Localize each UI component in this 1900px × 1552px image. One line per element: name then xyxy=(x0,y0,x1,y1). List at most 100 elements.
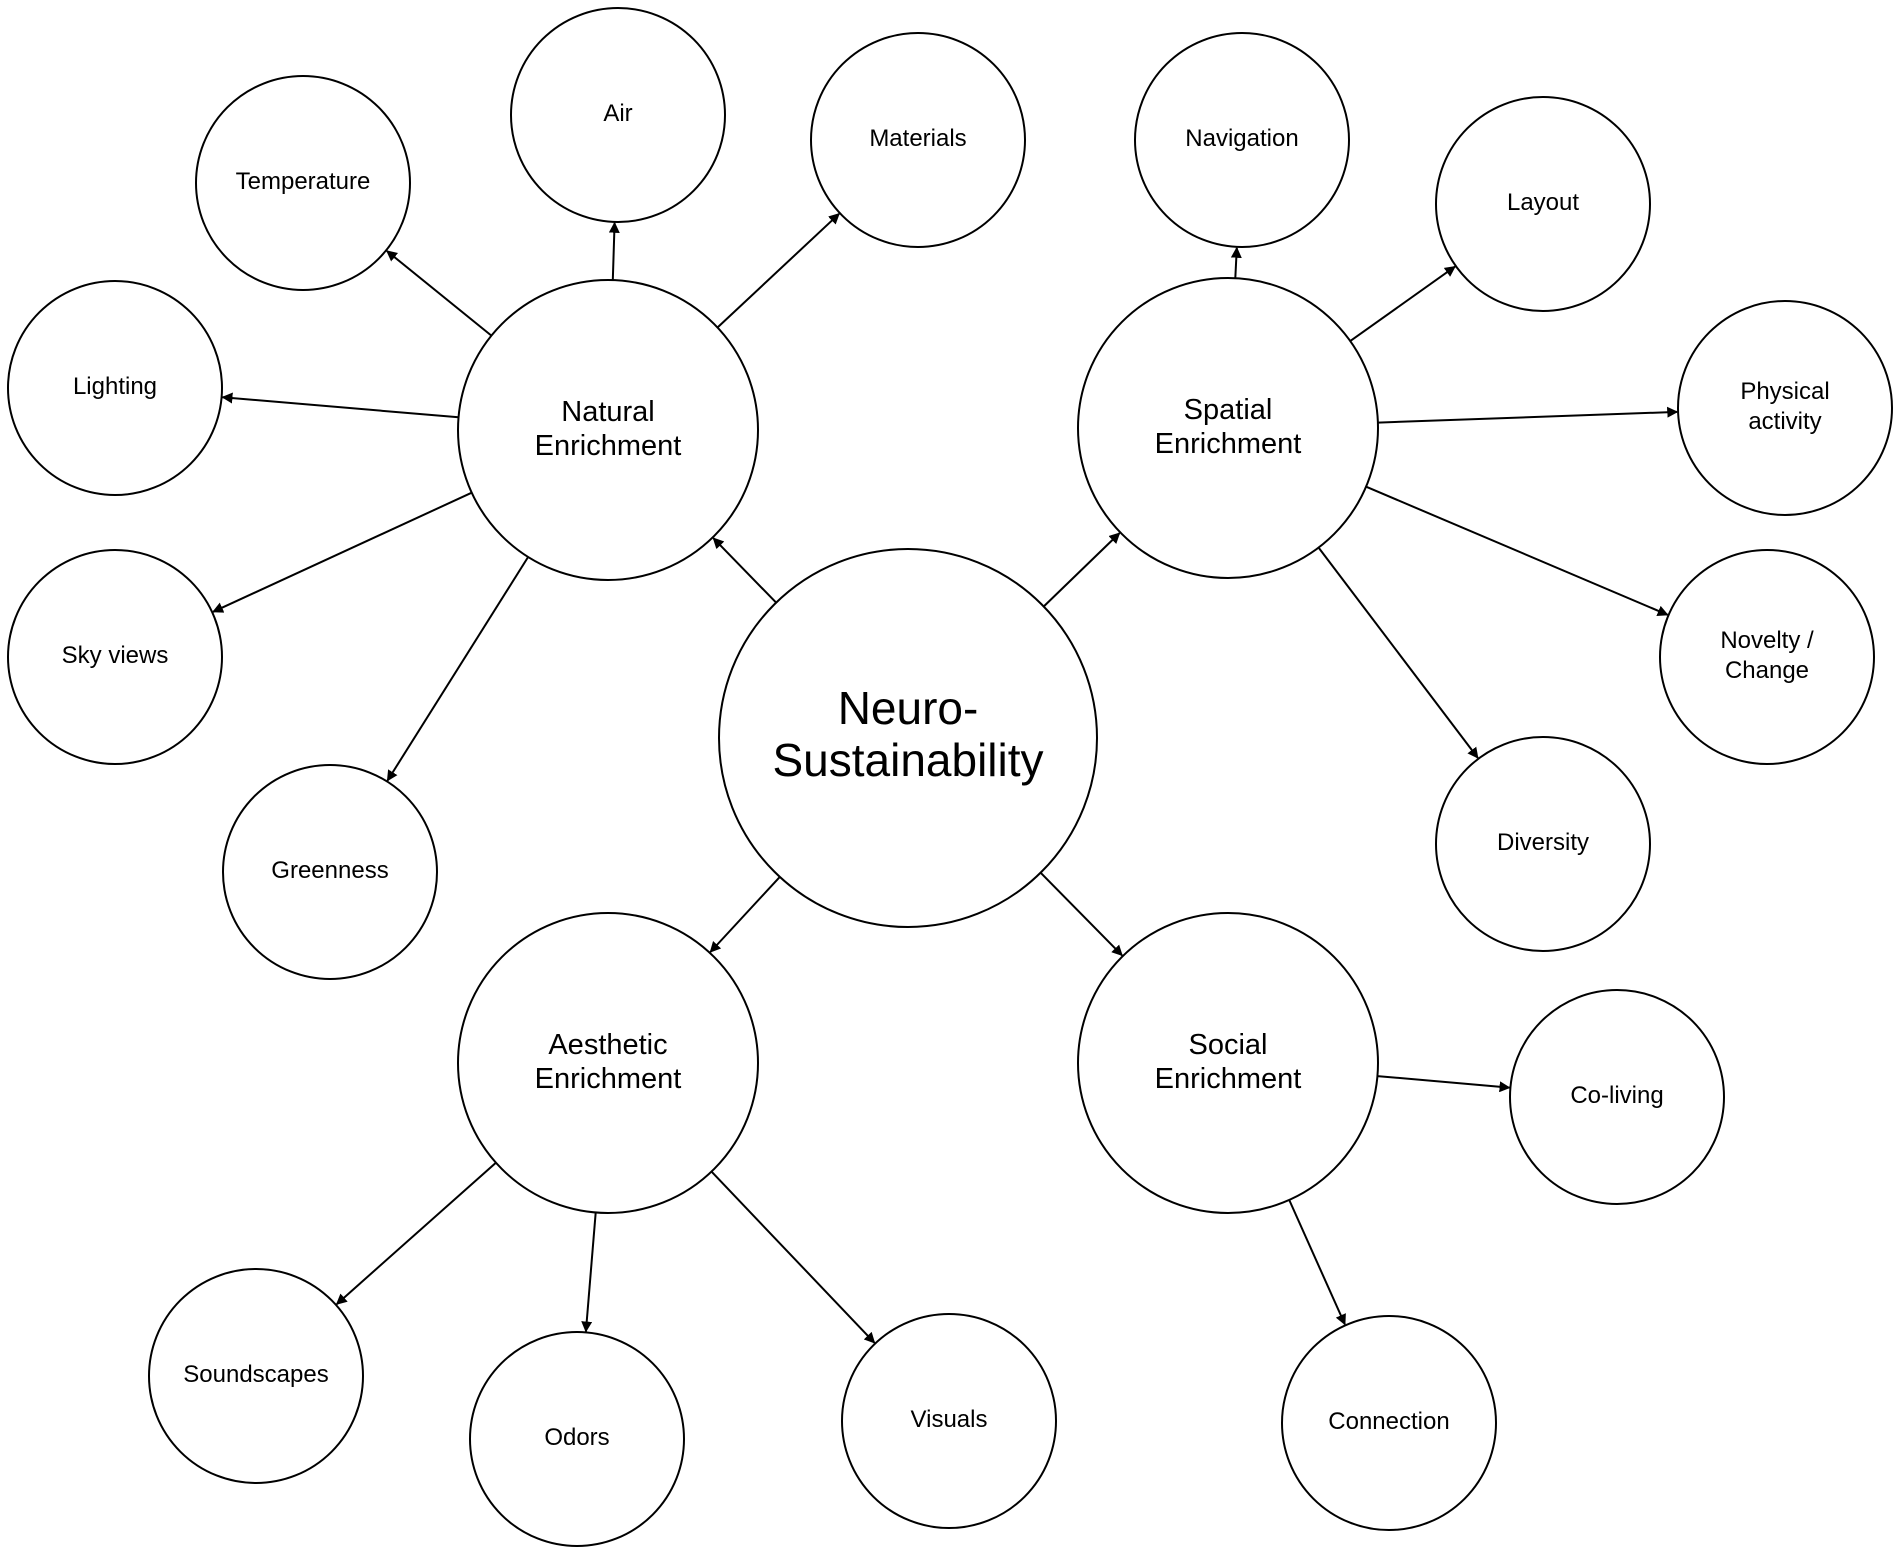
node-materials: Materials xyxy=(810,32,1026,248)
node-label-novelty-change: Novelty /Change xyxy=(1720,627,1814,684)
node-sky-views: Sky views xyxy=(7,549,223,765)
edge-natural-to-temperature xyxy=(386,250,493,337)
node-label-materials: Materials xyxy=(869,125,966,152)
node-circle-soundscapes xyxy=(148,1268,364,1484)
node-center: Neuro-Sustainability xyxy=(718,548,1098,928)
node-odors: Odors xyxy=(469,1331,685,1547)
node-label-line: Spatial xyxy=(1184,394,1273,426)
node-temperature: Temperature xyxy=(195,75,411,291)
edge-spatial-to-diversity xyxy=(1317,546,1479,759)
node-label-line: Natural xyxy=(561,396,655,428)
node-circle-spatial xyxy=(1077,277,1379,579)
node-circle-connection xyxy=(1281,1315,1497,1531)
node-label-line: Enrichment xyxy=(535,1063,682,1095)
node-label-soundscapes: Soundscapes xyxy=(183,1361,328,1388)
node-layout: Layout xyxy=(1435,96,1651,312)
node-label-line: Neuro- xyxy=(838,682,979,734)
node-label-connection: Connection xyxy=(1328,1408,1449,1435)
node-circle-greenness xyxy=(222,764,438,980)
node-label-line: Aesthetic xyxy=(548,1029,667,1061)
node-label-co-living: Co-living xyxy=(1570,1082,1663,1109)
node-label-line: Sustainability xyxy=(772,734,1043,786)
node-circle-navigation xyxy=(1134,32,1350,248)
edges xyxy=(212,213,1679,1344)
node-circle-layout xyxy=(1435,96,1651,312)
node-label-line: Enrichment xyxy=(1155,1063,1302,1095)
node-circle-air xyxy=(510,7,726,223)
edge-natural-to-greenness xyxy=(386,556,529,782)
node-circle-social xyxy=(1077,912,1379,1214)
node-label-lighting: Lighting xyxy=(73,373,157,400)
node-circle-odors xyxy=(469,1331,685,1547)
node-label-diversity: Diversity xyxy=(1497,829,1589,856)
node-label-odors: Odors xyxy=(544,1424,609,1451)
node-circle-lighting xyxy=(7,280,223,496)
node-label-layout: Layout xyxy=(1507,189,1579,216)
node-label-center: Neuro-Sustainability xyxy=(772,682,1043,786)
node-label-line: Enrichment xyxy=(1155,428,1302,460)
node-label-line: Sky views xyxy=(62,642,169,669)
edge-aesthetic-to-soundscapes xyxy=(335,1161,497,1305)
edge-spatial-to-layout xyxy=(1349,265,1456,342)
node-visuals: Visuals xyxy=(841,1313,1057,1529)
node-label-line: Materials xyxy=(869,125,966,152)
node-label-line: Soundscapes xyxy=(183,1361,328,1388)
node-label-line: Co-living xyxy=(1570,1082,1663,1109)
node-label-line: Connection xyxy=(1328,1408,1449,1435)
node-label-line: Novelty / xyxy=(1720,627,1814,654)
edge-center-to-natural xyxy=(712,537,777,604)
node-physical-activity: Physical activity xyxy=(1677,300,1893,516)
node-label-line: Odors xyxy=(544,1424,609,1451)
node-label-line: Temperature xyxy=(236,168,371,195)
node-connection: Connection xyxy=(1281,1315,1497,1531)
node-label-line: activity xyxy=(1748,408,1821,435)
node-lighting: Lighting xyxy=(7,280,223,496)
edge-spatial-to-navigation xyxy=(1230,246,1242,279)
node-label-line: Physical xyxy=(1740,378,1829,405)
node-label-line: Navigation xyxy=(1185,125,1298,152)
node-label-line: Enrichment xyxy=(535,430,682,462)
node-diversity: Diversity xyxy=(1435,736,1651,952)
edge-natural-to-materials xyxy=(716,213,840,329)
edge-social-to-co-living xyxy=(1377,1075,1511,1093)
node-circle-novelty-change xyxy=(1659,549,1875,765)
edge-spatial-to-physical-activity xyxy=(1377,406,1679,424)
node-air: Air xyxy=(510,7,726,223)
node-label-line: Social xyxy=(1189,1029,1268,1061)
node-label-navigation: Navigation xyxy=(1185,125,1298,152)
edge-natural-to-lighting xyxy=(221,392,459,419)
node-circle-sky-views xyxy=(7,549,223,765)
edge-aesthetic-to-visuals xyxy=(710,1170,876,1344)
node-label-visuals: Visuals xyxy=(911,1406,988,1433)
edge-center-to-spatial xyxy=(1043,532,1121,608)
edge-social-to-connection xyxy=(1288,1199,1346,1326)
edge-spatial-to-novelty-change xyxy=(1365,485,1669,616)
node-circle-natural xyxy=(457,279,759,581)
node-circle-co-living xyxy=(1509,989,1725,1205)
node-label-line: Air xyxy=(603,100,632,127)
node-label-line: Visuals xyxy=(911,1406,988,1433)
node-circle-materials xyxy=(810,32,1026,248)
node-navigation: Navigation xyxy=(1134,32,1350,248)
edge-center-to-social xyxy=(1039,871,1123,957)
node-circle-aesthetic xyxy=(457,912,759,1214)
node-label-temperature: Temperature xyxy=(236,168,371,195)
node-label-line: Layout xyxy=(1507,189,1579,216)
node-label-greenness: Greenness xyxy=(271,857,388,884)
edge-natural-to-sky-views xyxy=(212,491,473,613)
node-circle-temperature xyxy=(195,75,411,291)
node-label-physical-activity: Physical activity xyxy=(1740,378,1829,435)
node-novelty-change: Novelty /Change xyxy=(1659,549,1875,765)
node-label-sky-views: Sky views xyxy=(62,642,169,669)
edge-center-to-aesthetic xyxy=(709,876,781,953)
node-circle-diversity xyxy=(1435,736,1651,952)
